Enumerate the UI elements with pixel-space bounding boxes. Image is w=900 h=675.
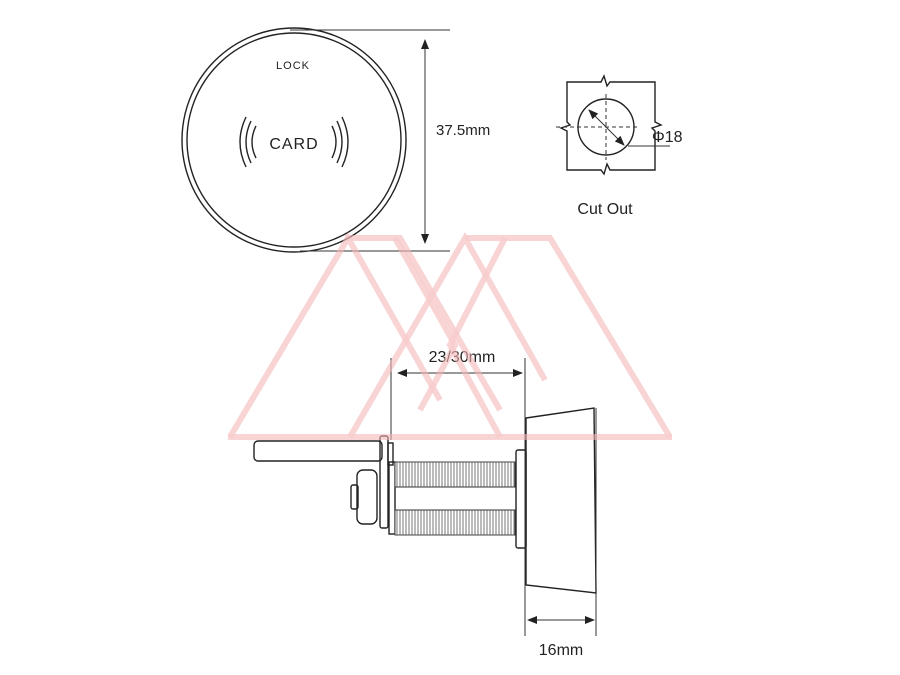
cutout-caption: Cut Out (577, 201, 633, 218)
cam-screw (350, 484, 359, 510)
cam-nut (356, 469, 378, 525)
cutout-panel (559, 74, 663, 176)
depth-label: 16mm (539, 642, 583, 659)
lock-outer-ring (181, 27, 407, 253)
thread-lower (394, 509, 516, 536)
side-view: 23/30mm 16mm (253, 349, 597, 659)
cam-tab (387, 442, 394, 466)
card-label: CARD (269, 136, 318, 153)
cam-bar (253, 440, 383, 462)
lock-inner-ring (186, 32, 402, 248)
thread-upper (394, 461, 516, 488)
rfid-wave-icon (239, 116, 349, 168)
diameter-label: 37.5mm (436, 122, 490, 139)
hole-diameter-label: Φ18 (652, 129, 683, 146)
hole-diameter-arrow (588, 109, 625, 146)
cylinder-end (388, 461, 396, 535)
cam-washer (379, 435, 389, 529)
lock-label: LOCK (276, 60, 310, 72)
cutout-view: Φ18 Cut Out (556, 74, 683, 218)
watermark-logo (227, 231, 673, 440)
front-view: LOCK CARD 37.5mm (181, 27, 490, 253)
